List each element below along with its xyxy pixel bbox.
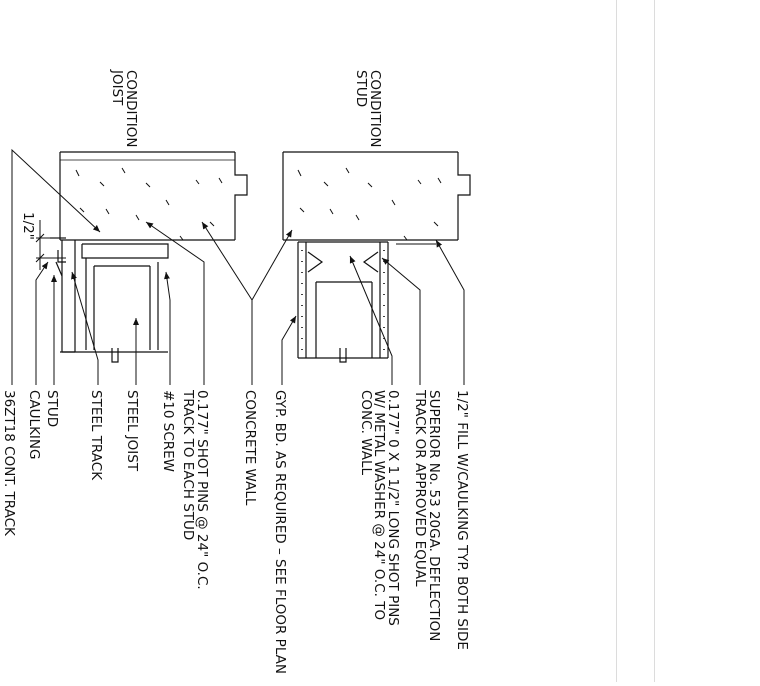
callout-long-shot-pins: 0.177" 0 X 1 1/2" LONG SHOT PINS (385, 390, 401, 626)
joist-concrete-slab (59, 151, 248, 241)
callout-labels: 36ZT18 CONT. TRACK CAULKING STUD STEEL T… (1, 389, 470, 674)
stud-condition-title: STUD CONDITION (353, 70, 383, 147)
callout-gyp-bd: GYP. BD. AS REQUIRED – SEE FLOOR PLAN (272, 390, 288, 674)
callout-screw: #10 SCREW (160, 390, 176, 472)
callout-stud: STUD (44, 390, 60, 427)
callout-cont-track: 36ZT18 CONT. TRACK (1, 390, 17, 537)
joist-concrete-hatch (75, 167, 223, 241)
callout-deflection-track: SUPERIOR No. 53 20GA. DEFLECTION (426, 390, 442, 641)
panel-divider-left (616, 0, 617, 682)
stud-title-line1: STUD (353, 70, 369, 107)
stud-deflection-track (297, 241, 389, 363)
callout-caulking: CAULKING (26, 390, 42, 459)
leader-lines (11, 148, 465, 385)
joist-condition-title: JOIST CONDITION (109, 69, 139, 147)
joist-title-line1: JOIST (109, 69, 125, 106)
callout-steel-track: STEEL TRACK (88, 390, 104, 481)
callout-shot-pins: 0.177" SHOT PINS @ 24" O.C. (194, 390, 210, 590)
joist-dimension-line (35, 220, 66, 270)
stud-title-line2: CONDITION (367, 70, 383, 147)
callout-concrete-wall: CONCRETE WALL (242, 390, 258, 506)
stud-concrete-hatch (297, 167, 442, 241)
callout-conc-wall: CONC. WALL (358, 390, 374, 476)
callout-metal-washer: W/ METAL WASHER @ 24" O.C. TO (371, 390, 387, 620)
stud-gyp-board-dots (301, 250, 385, 356)
callout-fill-caulking: 1/2" FILL W/CAULKING TYP. BOTH SIDE (454, 390, 470, 650)
joist-steel-track (50, 237, 169, 363)
joist-dimension-label: 1/2" (20, 212, 36, 240)
panel-divider-right (654, 0, 655, 682)
callout-track-to-stud: TRACK TO EACH STUD (180, 389, 196, 540)
callout-approved-equal: TRACK OR APPROVED EQUAL (412, 389, 428, 587)
joist-title-line2: CONDITION (123, 70, 139, 147)
callout-steel-joist: STEEL JOIST (124, 390, 140, 472)
stud-concrete-slab (282, 151, 471, 241)
